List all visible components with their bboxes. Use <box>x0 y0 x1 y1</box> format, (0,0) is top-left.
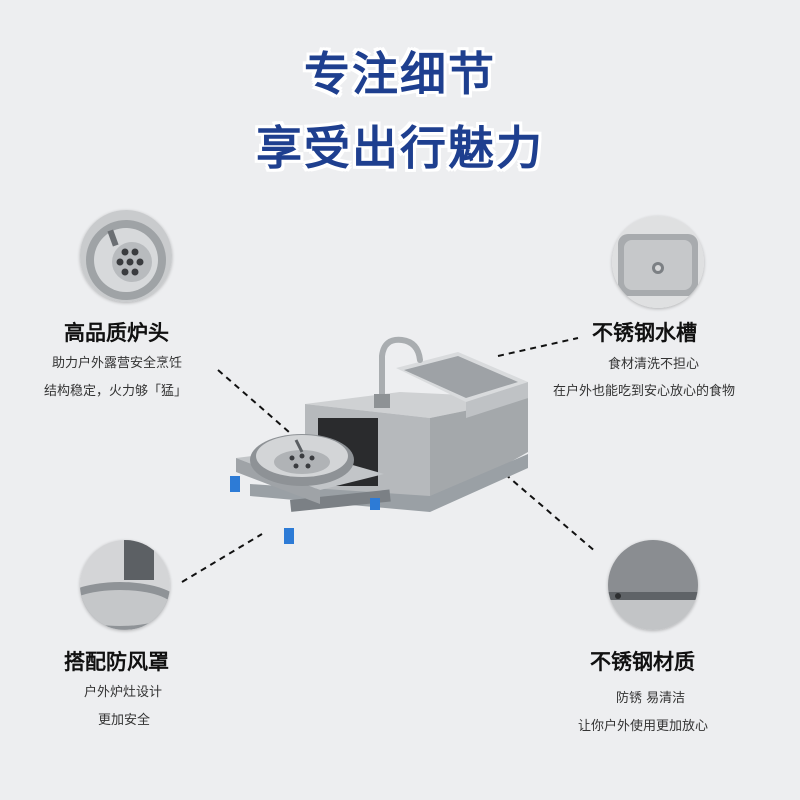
headline-line-1: 专注细节 <box>304 47 496 101</box>
headline-line-2: 享受出行魅力 <box>256 121 544 175</box>
material-detail-image <box>608 540 698 630</box>
leader-line-sink <box>497 337 579 357</box>
faucet <box>379 336 423 401</box>
feature-material-title: 不锈钢材质 <box>590 650 695 674</box>
feature-burner-line-2: 结构稳定，火力够「猛」 <box>44 384 188 399</box>
burner-bowl <box>250 434 354 486</box>
burner-detail-image <box>80 210 172 302</box>
feature-burner-line-1: 助力户外露营安全烹饪 <box>52 356 183 371</box>
sink-detail-image <box>612 216 704 308</box>
feature-sink-line-1: 食材清洗不担心 <box>608 357 700 372</box>
feature-material-line-1: 防锈 易清洁 <box>616 691 686 706</box>
feature-material-line-2: 让你户外使用更加放心 <box>578 719 709 734</box>
leader-line-burner <box>217 369 306 447</box>
windshield-detail-image <box>80 540 170 630</box>
feature-windshield-line-2: 更加安全 <box>98 713 151 728</box>
leader-line-windshield <box>181 533 263 583</box>
feature-sink-title: 不锈钢水槽 <box>592 321 697 345</box>
faucet-base <box>374 394 390 408</box>
feature-windshield-line-1: 户外炉灶设计 <box>84 685 163 700</box>
feature-windshield-title: 搭配防风罩 <box>64 650 169 674</box>
sink-basin <box>396 352 528 418</box>
feature-burner-title: 高品质炉头 <box>64 321 169 345</box>
leader-line-material <box>504 473 597 553</box>
feature-sink-line-2: 在户外也能吃到安心放心的食物 <box>553 384 736 399</box>
